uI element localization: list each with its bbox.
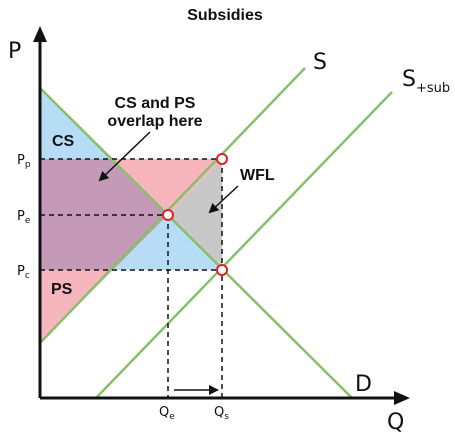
upper-pink-triangle: [111, 159, 222, 215]
supply-subsidy-label: S+sub: [402, 67, 450, 96]
equilibrium-point: [162, 209, 174, 221]
supply-subsidy-label-main: S: [402, 67, 416, 92]
supply-label: S: [313, 50, 327, 75]
producer-price-point: [216, 153, 228, 165]
price-tick-consumer: Pc: [17, 264, 30, 281]
wfl-label: WFL: [240, 167, 275, 184]
price-tick-producer: Pp: [17, 153, 31, 170]
y-axis-label: P: [8, 39, 21, 64]
demand-curve: [39, 87, 353, 399]
demand-label: D: [355, 372, 372, 397]
overlap-note-line1: CS and PS: [115, 95, 196, 112]
overlap-pointer-arrow: [98, 131, 151, 182]
ps-label: PS: [51, 281, 73, 298]
x-axis-arrowhead: [394, 391, 410, 405]
supply-curve: [39, 67, 306, 344]
y-axis-arrowhead: [33, 26, 47, 42]
overlap-note-line2: overlap here: [107, 113, 202, 130]
diagram-title: Subsidies: [187, 7, 263, 24]
x-axis-label: Q: [387, 410, 404, 434]
price-tick-equilibrium: Pe: [17, 209, 31, 226]
supply-subsidy-label-sub: +sub: [416, 81, 450, 96]
supply-subsidy-curve: [95, 91, 393, 399]
cs-label: CS: [52, 133, 75, 150]
welfare-loss-area: [168, 159, 222, 270]
wfl-pointer-arrow: [208, 185, 239, 214]
quantity-tick-equilibrium: Qe: [159, 405, 175, 422]
consumer-price-point: [216, 264, 228, 276]
quantity-tick-subsidy: Qs: [214, 405, 229, 422]
